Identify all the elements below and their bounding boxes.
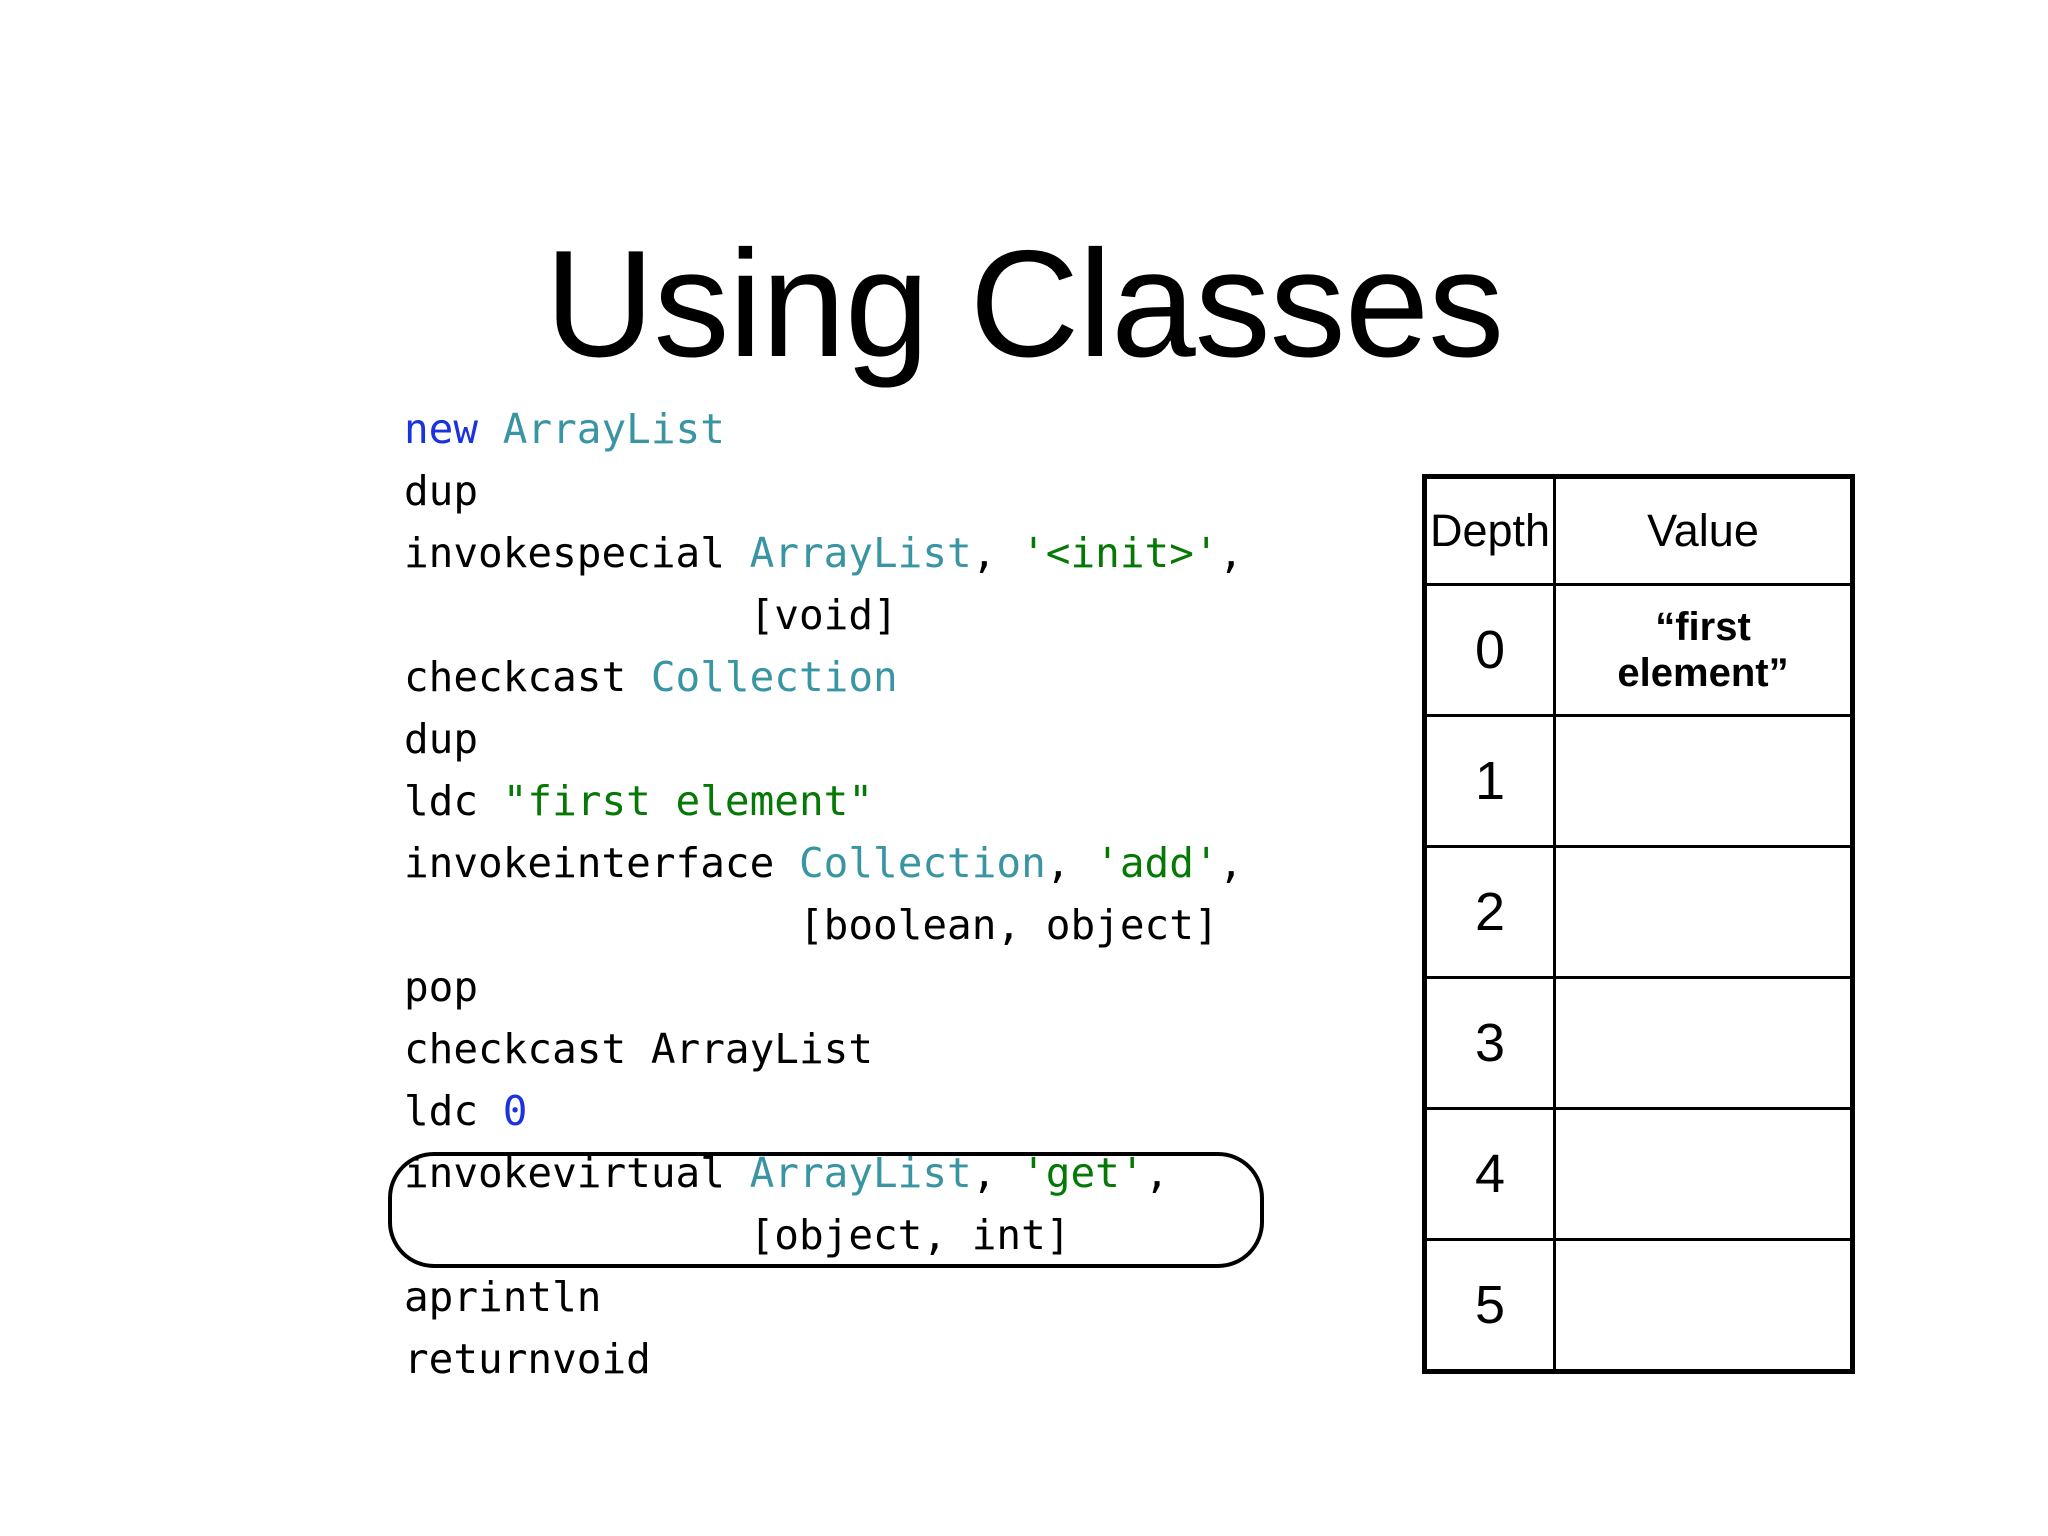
bytecode-listing: new ArrayList dup invokespecial ArrayList,… <box>404 398 1404 1390</box>
code-token-plain: , <box>971 1149 1022 1197</box>
code-token-plain: [void] <box>404 591 898 639</box>
column-header-depth: Depth <box>1423 475 1556 586</box>
code-token-plain: invokevirtual <box>404 1149 750 1197</box>
line-invokevirtual-cont: [object, int] <box>404 1204 1404 1266</box>
table-row: 0“first element” <box>1423 583 1854 717</box>
line-returnvoid: returnvoid <box>404 1328 1404 1390</box>
line-pop: pop <box>404 956 1404 1018</box>
code-token-type: ArrayList <box>749 529 972 577</box>
line-ldc-zero: ldc 0 <box>404 1080 1404 1142</box>
depth-cell: 4 <box>1423 1107 1556 1241</box>
code-token-plain: invokespecial <box>404 529 750 577</box>
line-invokeinterface-cont: [boolean, object] <box>404 894 1404 956</box>
line-aprintln: aprintln <box>404 1266 1404 1328</box>
table-row: 5 <box>1423 1238 1854 1373</box>
code-token-plain: dup <box>404 715 479 763</box>
code-token-plain: aprintln <box>404 1273 602 1321</box>
depth-cell: 3 <box>1423 976 1556 1110</box>
depth-cell: 0 <box>1423 583 1556 717</box>
line-dup-2: dup <box>404 708 1404 770</box>
table-row: 1 <box>1423 714 1854 848</box>
line-ldc-string: ldc "first element" <box>404 770 1404 832</box>
table-row: 2 <box>1423 845 1854 979</box>
value-cell <box>1553 1107 1854 1241</box>
code-token-plain: ldc <box>404 1087 503 1135</box>
code-token-string: "first element" <box>502 777 874 825</box>
code-token-type: Collection <box>650 653 898 701</box>
line-invokeinterface: invokeinterface Collection, 'add', <box>404 832 1404 894</box>
code-token-plain: , <box>1045 839 1096 887</box>
code-token-plain: checkcast ArrayList <box>404 1025 873 1073</box>
line-checkcast-collection: checkcast Collection <box>404 646 1404 708</box>
value-cell <box>1553 976 1854 1110</box>
column-header-value: Value <box>1553 475 1854 586</box>
code-token-plain: , <box>1144 1149 1170 1197</box>
code-token-plain: , <box>971 529 1022 577</box>
value-cell <box>1553 1238 1854 1373</box>
code-token-plain: , <box>1218 839 1244 887</box>
code-token-string: '<init>' <box>1021 529 1219 577</box>
code-token-string: 'add' <box>1095 839 1219 887</box>
depth-cell: 5 <box>1423 1238 1556 1373</box>
value-cell <box>1553 845 1854 979</box>
code-token-plain: dup <box>404 467 479 515</box>
line-invokespecial: invokespecial ArrayList, '<init>', <box>404 522 1404 584</box>
code-token-keyword: new <box>404 405 503 453</box>
code-token-plain: checkcast <box>404 653 651 701</box>
page-title: Using Classes <box>544 218 1504 389</box>
depth-cell: 2 <box>1423 845 1556 979</box>
value-cell: “first element” <box>1553 583 1854 717</box>
code-token-plain: [boolean, object] <box>404 901 1219 949</box>
table-header-row: Depth Value <box>1423 475 1854 586</box>
line-checkcast-arraylist: checkcast ArrayList <box>404 1018 1404 1080</box>
depth-cell: 1 <box>1423 714 1556 848</box>
code-token-plain: invokeinterface <box>404 839 799 887</box>
code-token-plain: [object, int] <box>404 1211 1071 1259</box>
code-token-plain: ldc <box>404 777 503 825</box>
line-invokevirtual: invokevirtual ArrayList, 'get', <box>404 1142 1404 1204</box>
code-token-type: ArrayList <box>749 1149 972 1197</box>
table-row: 4 <box>1423 1107 1854 1241</box>
code-token-plain: pop <box>404 963 479 1011</box>
line-dup-1: dup <box>404 460 1404 522</box>
table-row: 3 <box>1423 976 1854 1110</box>
code-token-plain: returnvoid <box>404 1335 651 1383</box>
line-invokespecial-cont: [void] <box>404 584 1404 646</box>
code-token-string: 'get' <box>1021 1149 1145 1197</box>
code-token-number: 0 <box>502 1087 528 1135</box>
value-cell <box>1553 714 1854 848</box>
line-new: new ArrayList <box>404 398 1404 460</box>
code-token-type: ArrayList <box>502 405 725 453</box>
code-token-type: Collection <box>798 839 1046 887</box>
code-token-plain: , <box>1218 529 1244 577</box>
